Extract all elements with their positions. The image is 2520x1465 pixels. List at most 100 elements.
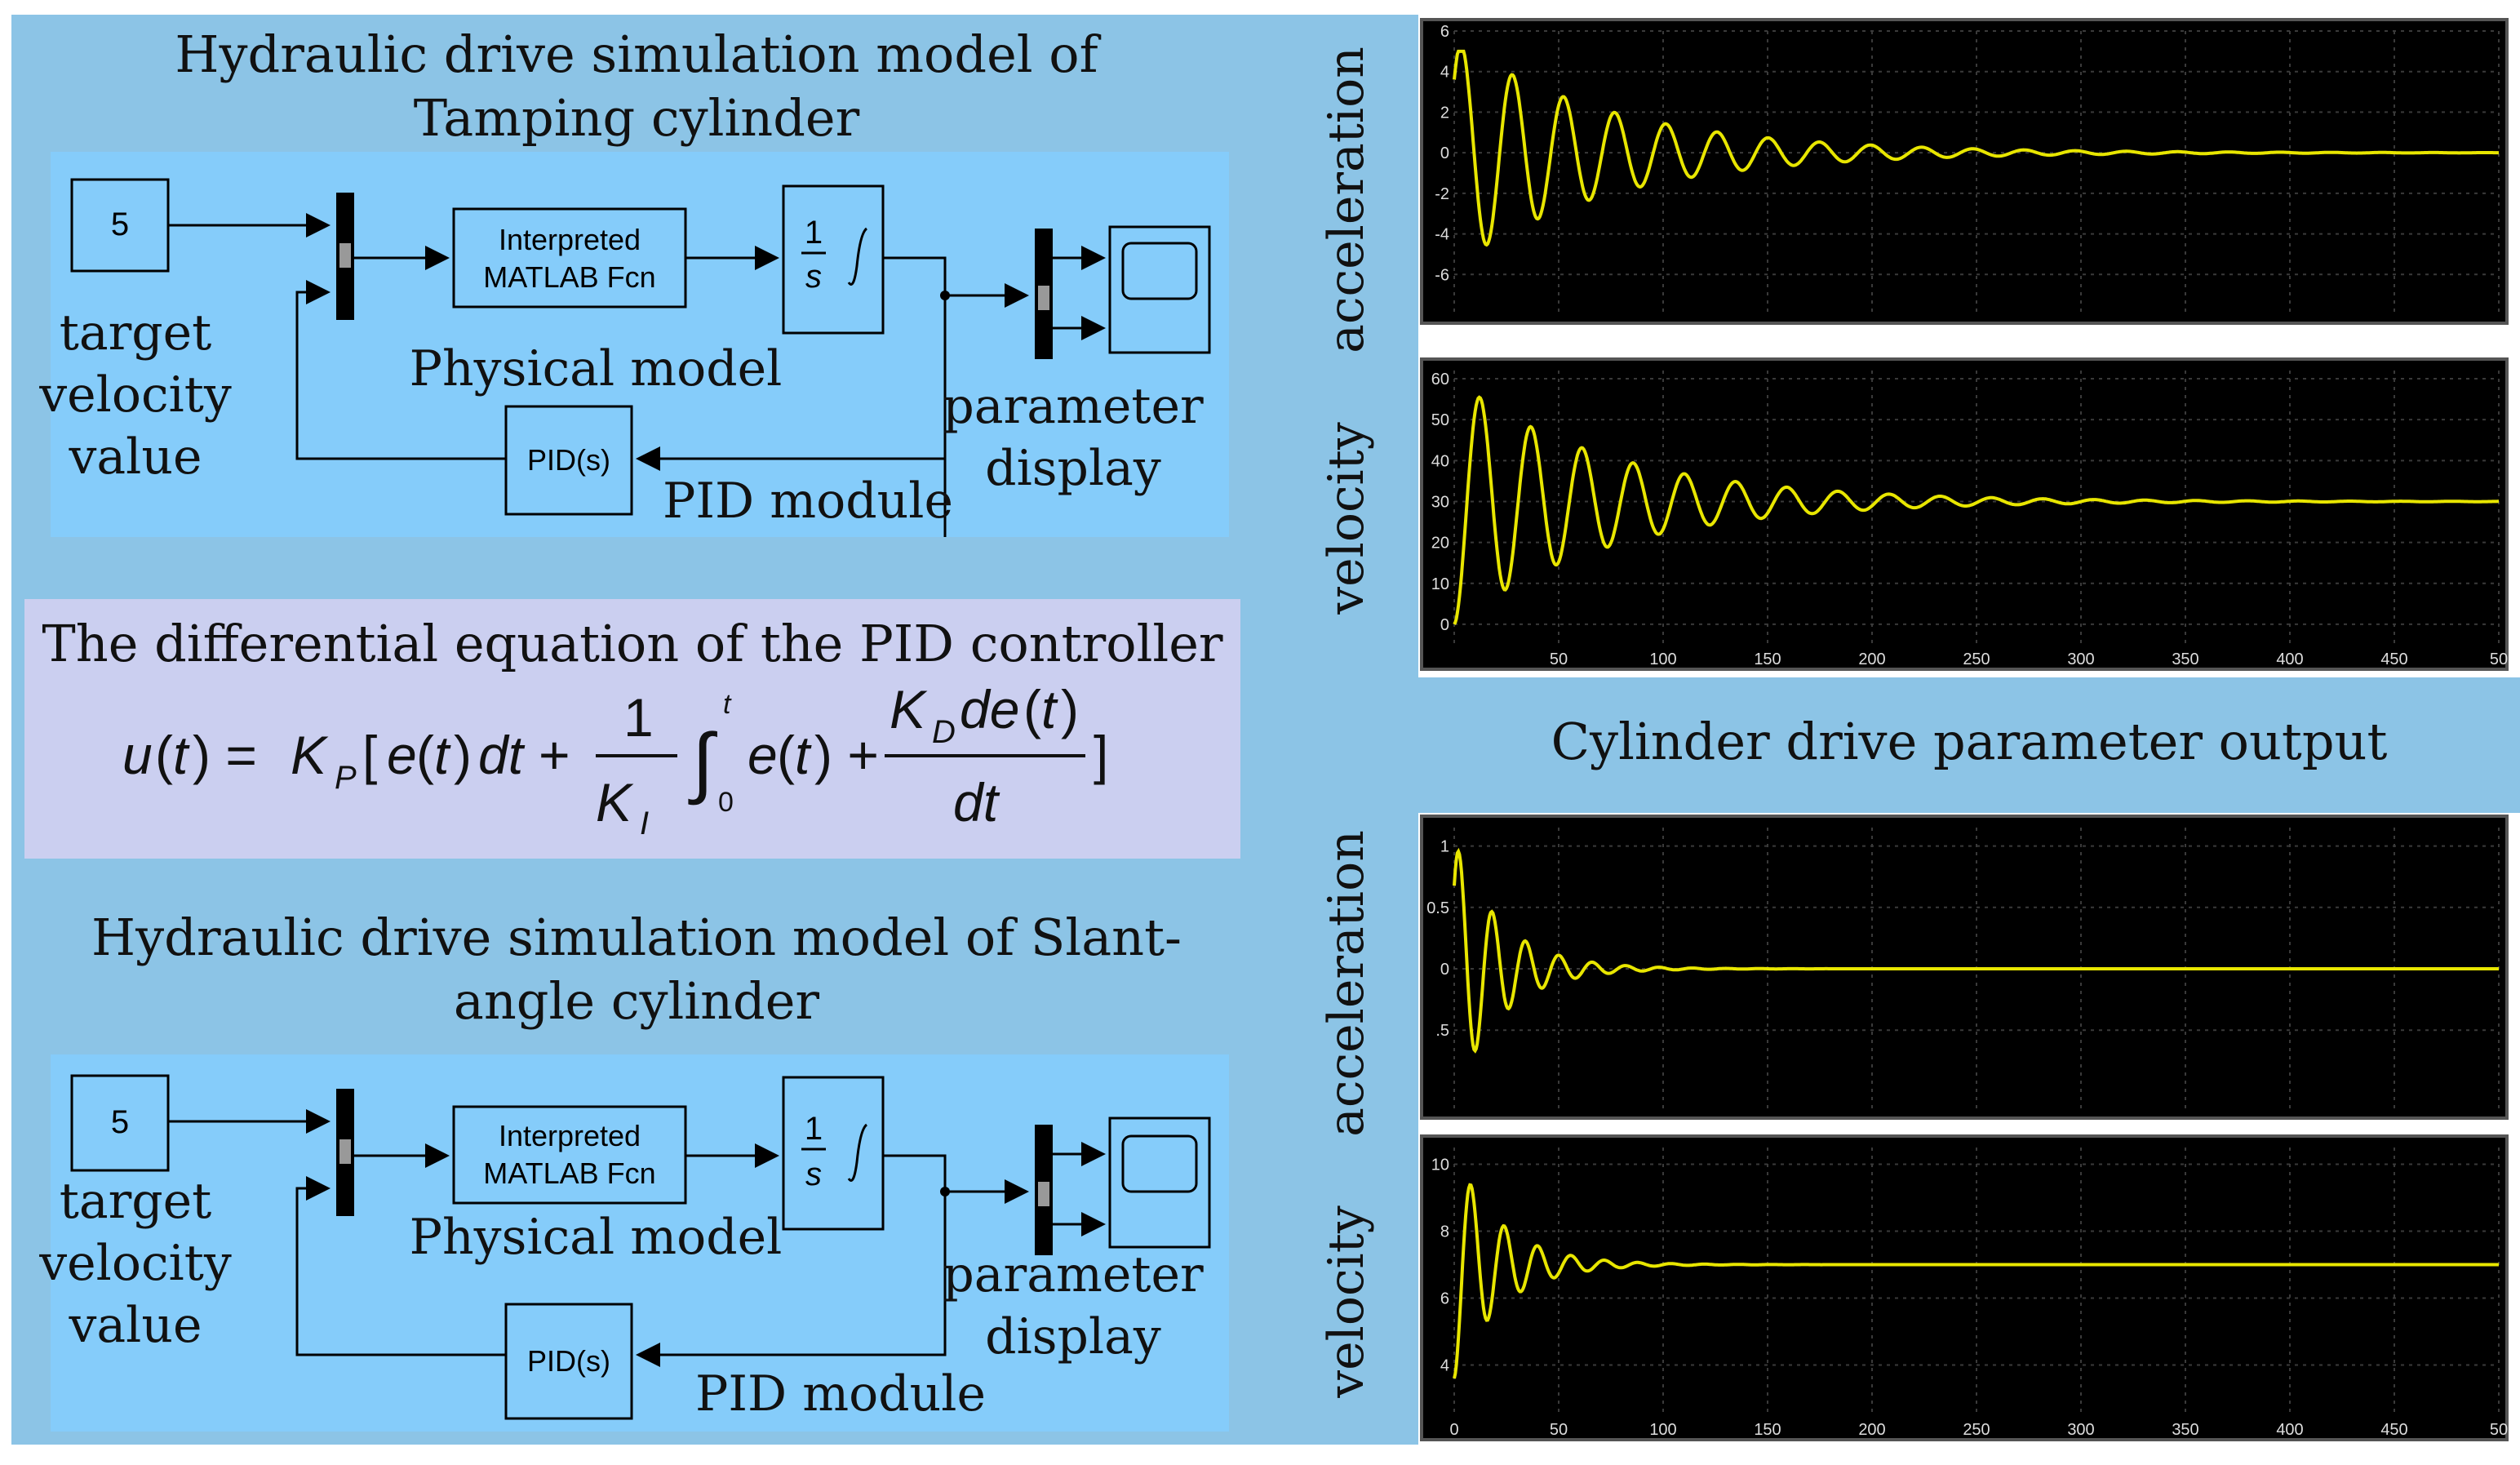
x-tick-label: 100 [1649,650,1676,668]
fcn-line-2: MATLAB Fcn [483,1156,655,1190]
pid-label: PID(s) [527,443,610,477]
svg-text:I: I [640,806,649,841]
y-tick-label: 40 [1431,452,1449,470]
equation-title: The differential equation of the PID con… [42,614,1223,673]
y-tick-label: 0 [1440,961,1449,979]
matlab-fcn-block[interactable] [452,1105,687,1205]
svg-text:0: 0 [718,787,734,818]
scope-label-acc-top: acceleration [1318,47,1375,353]
y-tick-label: 20 [1431,535,1449,553]
series-line [1453,1183,2499,1379]
y-tick-label: 0 [1440,144,1449,162]
top-model-title: Hydraulic drive simulation model of Tamp… [73,23,1200,150]
svg-text:u: u [122,725,153,785]
bottom-diagram-svg: 5 Interpreted MATLAB Fcn 1 s PID(s) [70,1074,1211,1420]
x-tick-label: 0 [1449,1421,1458,1439]
svg-text:t: t [1041,679,1058,739]
scope-frame [1420,815,2509,1120]
scope-acc-bottom: 10.50.5 [1420,815,2509,1120]
series-line [1453,49,2500,247]
svg-text:t: t [795,725,812,785]
y-tick-label: 6 [1440,23,1449,41]
x-tick-label: 300 [2067,1421,2094,1439]
x-tick-label: 400 [2276,1421,2303,1439]
svg-text:(: ( [155,725,173,785]
svg-text:+: + [539,725,570,785]
top-target-label: target velocity value [39,304,232,486]
svg-text:dt: dt [478,725,526,785]
y-tick-label: 0.5 [1426,899,1449,917]
equation-svg: u ( t ) = K P [ e ( t ) dt + 1 K I ∫ t 0… [122,679,1108,841]
svg-text:e: e [387,725,417,785]
pid-label: PID(s) [527,1344,610,1378]
bottom-param-label: parameter display [943,1246,1204,1365]
top-diagram-svg: 5 Interpreted MATLAB Fcn 1 s PID(s) [70,178,1211,560]
y-tick-label: 50 [1431,411,1449,429]
svg-text:t: t [434,725,451,785]
svg-text:) +: ) + [814,725,879,785]
svg-text:[: [ [362,725,377,785]
scope-label-acc-bottom: acceleration [1318,830,1375,1137]
bottom-pid-module-label: PID module [694,1365,986,1423]
pid-equation: u ( t ) = K P [ e ( t ) dt + 1 K I ∫ t 0… [24,677,1240,857]
fcn-line-2: MATLAB Fcn [483,260,655,294]
x-tick-label: 450 [2380,650,2407,668]
svg-text:dt: dt [953,772,1000,832]
matlab-fcn-block[interactable] [452,207,687,309]
y-tick-label: 0 [1440,616,1449,634]
y-tick-label: 60 [1431,371,1449,388]
y-tick-label: -2 [1435,185,1449,203]
svg-text:∫: ∫ [688,718,717,806]
output-title: Cylinder drive parameter output [1551,712,2388,771]
pid-block[interactable] [504,1303,633,1420]
svg-text:(: ( [1023,679,1041,739]
constant-value: 5 [111,1104,129,1140]
svg-text:]: ] [1094,725,1108,785]
x-tick-label: 250 [1963,1421,1990,1439]
top-pid-module-label: PID module [662,473,953,530]
x-tick-label: 150 [1754,1421,1781,1439]
bottom-physical-label: Physical model [409,1209,783,1266]
pid-block[interactable] [504,405,633,516]
scope-frame [1420,18,2509,325]
svg-text:de: de [960,679,1019,739]
svg-text:e: e [748,725,778,785]
series-line [1453,847,2499,1054]
svg-text:t: t [173,725,190,785]
svg-text:) =: ) = [193,725,257,785]
scope-frame [1420,357,2509,671]
y-tick-label: 30 [1431,493,1449,511]
svg-text:): ) [454,725,472,785]
bottom-target-label: target velocity value [39,1173,232,1354]
x-tick-label: 300 [2067,650,2094,668]
y-tick-label: 6 [1440,1290,1449,1308]
y-tick-label: 4 [1440,64,1449,82]
bottom-simulink-diagram: 5 Interpreted MATLAB Fcn 1 s PID(s) [51,1054,1229,1432]
x-tick-label: 250 [1963,650,1990,668]
integrator-block[interactable] [782,1076,885,1231]
svg-text:D: D [932,714,956,750]
x-tick-label: 200 [1858,650,1885,668]
x-tick-label: 350 [2172,1421,2198,1439]
svg-text:t: t [723,689,732,720]
top-simulink-diagram: 5 Interpreted MATLAB Fcn 1 s PID(s) [51,152,1229,560]
constant-block[interactable] [70,1074,170,1172]
scope-label-vel-bottom: velocity [1318,1205,1375,1398]
equation-box [24,599,1240,859]
output-title-strip [1418,677,2520,813]
integrator-num: 1 [805,1111,823,1147]
y-tick-label: .5 [1435,1022,1449,1040]
scope-label-vel-top: velocity [1318,422,1375,615]
bottom-model-title-text: Hydraulic drive simulation model of Slan… [91,908,1182,1031]
x-tick-label: 150 [1754,650,1781,668]
svg-text:(: ( [777,725,795,785]
svg-text:): ) [1061,679,1079,739]
x-tick-label: 50 [2490,650,2508,668]
svg-text:K: K [890,679,928,739]
fcn-line-1: Interpreted [499,1119,641,1152]
svg-text:K: K [596,772,634,832]
integrator-block[interactable] [782,184,885,335]
